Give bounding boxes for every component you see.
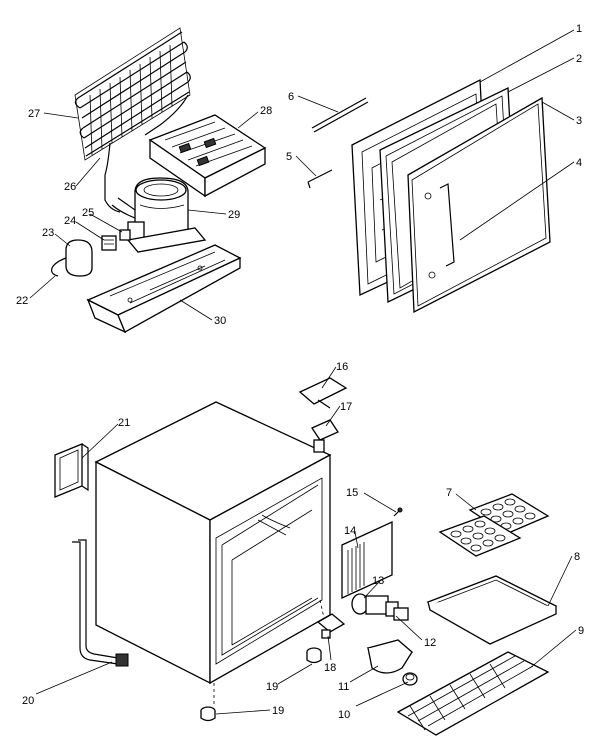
callout-labels: 1 2 3 4 5 6 7 8 9 10 11 12 13 14 15 16 1… xyxy=(16,23,584,721)
cabinet xyxy=(94,401,332,705)
evaporator-tray xyxy=(148,114,267,198)
leveling-leg-lower xyxy=(200,706,216,722)
callout-23: 23 xyxy=(42,227,54,239)
ice-tray-lower xyxy=(438,515,522,557)
thermostat-control xyxy=(351,593,409,621)
door-assembly xyxy=(307,78,551,314)
drip-cup xyxy=(366,639,414,674)
callout-4: 4 xyxy=(576,157,582,169)
callout-12: 12 xyxy=(424,637,436,649)
callout-30: 30 xyxy=(214,315,226,327)
callout-19-lower: 19 xyxy=(272,705,284,717)
knob xyxy=(402,672,418,686)
callout-25: 25 xyxy=(82,207,94,219)
callout-20: 20 xyxy=(22,695,34,707)
callout-3: 3 xyxy=(576,115,582,127)
callout-13: 13 xyxy=(372,575,384,587)
callout-18: 18 xyxy=(324,662,336,674)
callout-19-upper: 19 xyxy=(266,681,278,693)
callout-11: 11 xyxy=(338,681,349,693)
callout-2: 2 xyxy=(576,53,582,65)
callout-6: 6 xyxy=(288,91,294,103)
freezer-pan xyxy=(426,575,558,645)
callout-7: 7 xyxy=(446,487,452,499)
top-hinge xyxy=(298,377,348,409)
callout-14: 14 xyxy=(344,525,356,537)
compressor xyxy=(111,177,207,253)
callout-28: 28 xyxy=(260,105,272,117)
callout-29: 29 xyxy=(228,209,240,221)
compressor-base-pan xyxy=(86,244,242,334)
hinge-bracket xyxy=(311,419,339,453)
callout-24: 24 xyxy=(64,215,76,227)
drain-tube xyxy=(72,539,129,667)
bottom-hinge xyxy=(316,613,346,639)
vent-cover xyxy=(341,520,393,600)
thermostat-housing xyxy=(54,443,89,498)
callout-5: 5 xyxy=(286,151,292,163)
callout-16: 16 xyxy=(336,361,348,373)
condenser-coil xyxy=(74,27,191,213)
callout-10: 10 xyxy=(338,709,350,721)
callout-22: 22 xyxy=(16,295,28,307)
callout-1: 1 xyxy=(576,23,582,35)
leveling-leg-upper xyxy=(306,647,322,664)
leader-lines xyxy=(29,29,577,715)
relay-overload-assembly xyxy=(51,229,131,277)
callout-9: 9 xyxy=(578,625,584,637)
callout-27: 27 xyxy=(28,108,40,120)
callout-15: 15 xyxy=(346,487,358,499)
callout-21: 21 xyxy=(118,417,130,429)
screw xyxy=(393,507,403,517)
callout-17: 17 xyxy=(340,401,352,413)
callout-8: 8 xyxy=(574,551,580,563)
kick-plate-grille xyxy=(396,651,550,736)
callout-26: 26 xyxy=(64,181,76,193)
